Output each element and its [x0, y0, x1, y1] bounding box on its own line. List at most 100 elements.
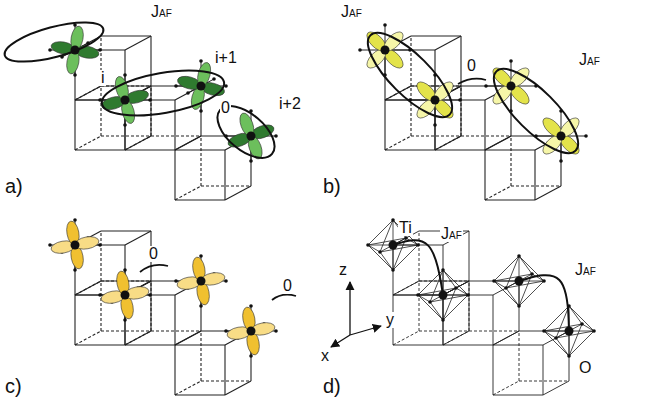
- cube-edge: [393, 281, 419, 295]
- cube-edge: [419, 331, 469, 332]
- d-orbital: [50, 220, 100, 270]
- oxygen-dot: [249, 354, 253, 358]
- oxygen-dot: [517, 254, 521, 258]
- titanium-dot: [431, 96, 440, 105]
- atom-label: O: [578, 360, 592, 376]
- cube-edge: [74, 100, 75, 150]
- orbital-lobe: [414, 79, 440, 105]
- octahedron-edge: [393, 245, 418, 270]
- cube-edge: [100, 281, 101, 331]
- oxygen-dot: [580, 322, 584, 326]
- octahedron-edge: [368, 245, 393, 270]
- cube-edge: [411, 135, 461, 136]
- coupling-zero: 0: [220, 100, 231, 116]
- cube-edge: [75, 86, 101, 100]
- cube-edge: [150, 281, 151, 331]
- cube-edge: [75, 86, 101, 100]
- cube-edge: [125, 136, 151, 150]
- oxygen-dot: [123, 123, 127, 127]
- panel-label: a): [4, 176, 24, 196]
- oxygen-dot: [391, 268, 395, 272]
- cube-edge: [74, 295, 75, 345]
- octahedron-edge: [368, 220, 393, 245]
- coupling-arc: [458, 79, 486, 84]
- cube-edge: [469, 281, 470, 331]
- titanium-dot: [197, 277, 206, 286]
- bond-ellipse: [98, 63, 227, 124]
- orbital-lobe: [540, 132, 566, 158]
- oxygen-dot: [148, 98, 152, 102]
- cube-edge: [174, 345, 175, 395]
- cube-edge: [543, 345, 544, 395]
- cube-edge: [151, 135, 201, 136]
- cube-edge: [393, 345, 443, 346]
- cube-edge: [485, 199, 535, 200]
- cube-edge: [151, 330, 201, 331]
- oxygen-dot: [542, 329, 546, 333]
- cube-edge: [485, 186, 511, 200]
- d-orbital: [176, 256, 226, 306]
- cube-edge: [435, 36, 461, 50]
- site-index: i: [100, 70, 106, 86]
- panel-label: c): [4, 376, 23, 396]
- cube-edge: [175, 331, 201, 345]
- octahedron-edge: [544, 306, 569, 331]
- axis-label: x: [320, 348, 330, 364]
- cube-edge: [224, 345, 225, 395]
- oxygen-dot: [73, 218, 77, 222]
- oxygen-dot: [224, 279, 228, 283]
- cube-edge: [443, 331, 469, 345]
- axis-label: z: [338, 262, 348, 278]
- axis-arrow: [350, 326, 381, 335]
- cube-edge: [175, 149, 225, 150]
- oxygen-dot: [212, 77, 216, 81]
- cube-edge: [175, 331, 201, 345]
- coupling-zero: 0: [148, 246, 159, 262]
- cube-edge: [125, 36, 151, 50]
- cube-edge: [543, 381, 569, 395]
- octahedron-edge: [519, 281, 544, 306]
- cube-edge: [493, 331, 519, 345]
- oxygen-dot: [224, 329, 228, 333]
- titanium-dot: [121, 96, 130, 105]
- cube-edge: [385, 149, 435, 150]
- cube-edge: [435, 136, 461, 150]
- cube-edge: [125, 231, 151, 245]
- coupling-arc: [272, 295, 296, 300]
- oxygen-dot: [148, 293, 152, 297]
- oxygen-dot: [517, 304, 521, 308]
- cube-edge: [493, 295, 494, 345]
- oxygen-dot: [249, 304, 253, 308]
- cube-edge: [443, 331, 469, 345]
- orbital-lobe: [490, 82, 516, 108]
- cube-edge: [393, 281, 419, 295]
- cube-edge: [174, 295, 175, 345]
- cube-edge: [125, 331, 151, 345]
- oxygen-dot: [48, 48, 52, 52]
- cube-edge: [150, 86, 151, 136]
- titanium-dot: [247, 132, 256, 141]
- oxygen-dot: [186, 91, 190, 95]
- cube-edge: [384, 100, 385, 150]
- cube-edge: [385, 86, 411, 100]
- octahedron-edge: [506, 288, 519, 306]
- cube-edge: [410, 86, 411, 136]
- cube-edge: [201, 380, 251, 381]
- cube-edge: [385, 86, 411, 100]
- exchange-label: JAF: [340, 4, 363, 20]
- exchange-arc: [393, 240, 443, 295]
- panel-figure: [331, 218, 596, 395]
- oxygen-dot: [174, 84, 178, 88]
- orbital-lobe: [507, 82, 533, 108]
- cube-edge: [75, 331, 101, 345]
- cube-edge: [484, 150, 485, 200]
- oxygen-dot: [199, 59, 203, 63]
- oxygen-dot: [358, 48, 362, 52]
- cube-edge: [100, 86, 101, 136]
- cube-edge: [225, 186, 251, 200]
- cube-edge: [460, 86, 461, 136]
- panel-figure: [356, 21, 589, 200]
- oxygen-dot: [73, 73, 77, 77]
- orbital-lobe: [557, 115, 583, 141]
- oxygen-dot: [366, 243, 370, 247]
